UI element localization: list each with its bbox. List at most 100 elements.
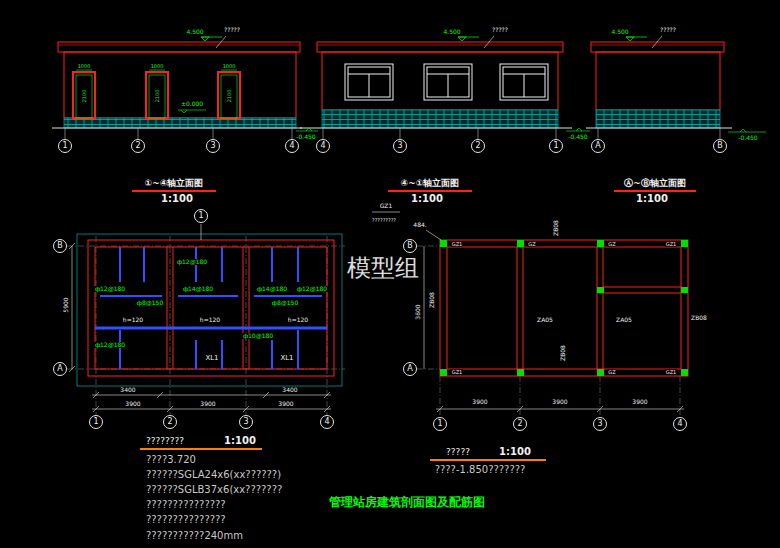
drawing-label: -0.450 [295,134,316,140]
elevation-a-b [586,36,766,139]
drawing-label: ????? [223,27,241,33]
drawing-label: ①~④轴立面图 [144,179,205,188]
drawing-label: ??????????????? [145,515,227,525]
axis-bubble: 2 [513,417,527,431]
watermark: 模型组 [346,256,420,280]
drawing-label: 2100 [227,89,232,104]
axis-bubble: A [591,139,605,153]
axis-bubble: 3 [206,139,220,153]
drawing-label: 3900 [277,401,294,407]
drawing-label: XL1 [204,355,219,362]
drawing-label: 4.500 [185,29,204,35]
axis-number: 1 [198,212,203,220]
axis-bubble: 1 [549,139,563,153]
axis-bubble: 4 [285,139,299,153]
drawing-label: ????????? [371,218,397,223]
axis-bubble: 2 [131,139,145,153]
drawing-label: 3600 [415,303,421,320]
drawing-label: 3900 [631,399,648,405]
axis-bubble: 1 [89,415,103,429]
axis-number: A [595,142,600,150]
drawing-label: 1000 [222,64,237,69]
axis-number: 2 [135,142,140,150]
drawing-label: 1000 [77,64,92,69]
axis-number: A [57,365,62,373]
axis-number: A [407,365,412,373]
drawing-label: GZ [607,370,616,375]
axis-number: 2 [475,142,480,150]
drawing-label: ZB08 [690,315,708,321]
drawing-label: -0.450 [737,135,758,141]
drawing-label: ???????????240mm [145,531,244,541]
drawing-label: 2100 [155,89,160,104]
drawing-label: ф12@180 [176,259,208,265]
axis-number: 2 [517,420,522,428]
axis-number: B [407,242,413,250]
drawing-label: 1:100 [498,447,532,457]
drawing-label: h=120 [199,317,221,323]
drawing-label: GZ1 [451,370,463,375]
drawing-label: ZA05 [536,317,554,323]
drawing-label: ??????SGLB37x6(xx??????? [145,485,283,495]
drawing-label: 1:100 [160,194,194,204]
elevation-4-1 [296,36,590,139]
drawing-label: 1:100 [223,436,257,446]
axis-number: 1 [437,420,442,428]
axis-number: 3 [243,418,248,426]
drawing-label: ф10@180 [242,333,274,339]
drawing-label: ????? [659,27,677,33]
axis-number: 3 [597,420,602,428]
axis-number: 3 [210,142,215,150]
drawing-label: ZA05 [615,317,633,323]
axis-bubble: 2 [471,139,485,153]
drawing-label: 3900 [551,399,568,405]
axis-bubble: 1 [433,417,447,431]
drawing-label: GZ [607,242,616,247]
drawing-label: 3900 [199,401,216,407]
drawing-label: ±0.000 [180,101,204,107]
axis-bubble: 3 [239,415,253,429]
axis-number: B [57,242,63,250]
axis-bubble: B [403,239,417,253]
drawing-label: ф8@150 [271,300,299,306]
drawing-label: 484. [412,222,427,228]
drawing-label: ???????? [145,437,185,446]
axis-bubble: 4 [320,415,334,429]
drawing-label: GZ [527,242,536,247]
drawing-label: 1:100 [635,194,669,204]
title-underlines [132,190,696,192]
drawing-label: ????? [491,27,509,33]
drawing-label: ??????????????? [145,500,227,510]
axis-number: B [717,142,723,150]
axis-bubble: B [53,239,67,253]
drawing-label: 1:100 [410,194,444,204]
drawing-label: ????? [445,448,471,457]
drawing-label: 3400 [281,387,298,393]
drawing-label: h=120 [122,317,144,323]
drawing-label: 1000 [150,64,165,69]
axis-number: 3 [397,142,402,150]
axis-bubble: A [403,362,417,376]
drawing-label: 3900 [124,401,141,407]
drawing-label: ф8@150 [136,300,164,306]
axis-number: 1 [553,142,558,150]
axis-number: 2 [167,418,172,426]
drawing-title: 管理站房建筑剖面图及配筋图 [328,496,486,508]
axis-bubble: 3 [393,139,407,153]
drawing-label: 4.500 [442,29,461,35]
axis-bubble: A [53,362,67,376]
drawing-label: 4.500 [610,29,629,35]
axis-number: 4 [289,142,294,150]
drawing-label: 5900 [63,296,69,313]
axis-bubble: B [713,139,727,153]
column-layout-plan [372,212,688,460]
drawing-label: ????3.720 [145,455,197,465]
axis-number: 4 [320,142,325,150]
drawing-label: GZ1 [379,203,394,209]
axis-bubble: 1 [194,209,208,223]
drawing-label: ZB08 [429,291,435,309]
axis-bubble: 4 [316,139,330,153]
drawing-label: GZ1 [665,370,677,375]
drawing-label: ZB08 [560,344,566,362]
drawing-label: ????-1.850??????? [434,465,527,475]
